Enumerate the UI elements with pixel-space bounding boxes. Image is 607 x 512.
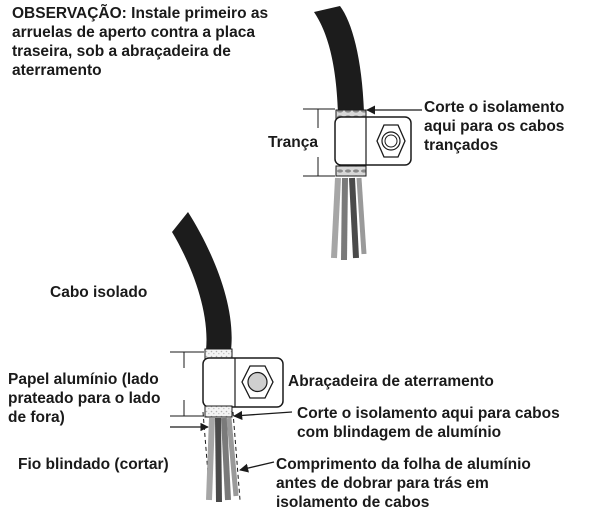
braided-cable-assembly	[314, 6, 412, 261]
note-line-2: arruelas de aperto contra a placa	[12, 24, 255, 41]
ground-clamp-label: Abraçadeira de aterramento	[288, 373, 494, 390]
installation-note: OBSERVAÇÃO: Instale primeiro as arruelas…	[12, 4, 268, 80]
braid-bracket	[303, 108, 335, 177]
cut-braided-line-3: trançados	[424, 137, 499, 154]
cut-braided-line-2: aqui para os cabos	[424, 118, 565, 135]
note-line-1: OBSERVAÇÃO: Instale primeiro as	[12, 5, 269, 22]
foil-band-bottom	[204, 405, 233, 418]
aluminum-paper-label: Papel alumínio (lado prateado para o lad…	[8, 370, 160, 427]
foil-length-label: Comprimento da folha de alumínio antes d…	[276, 455, 531, 512]
cut-aluminum-line-1: Corte o isolamento aqui para cabos	[297, 405, 560, 422]
foil-bracket	[170, 351, 204, 417]
insulated-cable-jacket	[172, 212, 232, 350]
insulated-cable-label: Cabo isolado	[50, 284, 148, 301]
shielded-wire-label: Fio blindado (cortar)	[18, 456, 169, 473]
note-line-3: traseira, sob a abraçadeira de	[12, 43, 231, 60]
note-line-4: aterramento	[12, 62, 102, 79]
braided-cable-jacket	[314, 6, 364, 112]
cut-braided-label: Corte o isolamento aqui para os cabos tr…	[424, 98, 564, 155]
aluminum-paper-line-1: Papel alumínio (lado	[8, 371, 159, 388]
braided-wires	[331, 177, 367, 261]
braid-band-bottom	[335, 165, 367, 177]
aluminum-paper-line-3: de fora)	[8, 409, 65, 426]
cut-aluminum-label: Corte o isolamento aqui para cabos com b…	[297, 404, 560, 442]
foil-length-line-1: Comprimento da folha de alumínio	[276, 456, 531, 473]
shielded-wires	[206, 417, 239, 503]
foil-length-line-2: antes de dobrar para trás em	[276, 475, 489, 492]
braid-label: Trança	[268, 134, 318, 151]
cut-aluminum-line-2: com blindagem de alumínio	[297, 424, 502, 441]
cut-aluminum-arrow	[233, 410, 293, 420]
cut-braided-line-1: Corte o isolamento	[424, 99, 565, 116]
foil-length-arrow	[239, 461, 275, 473]
foil-length-line-3: isolamento de cabos	[276, 494, 430, 511]
aluminum-paper-line-2: prateado para o lado	[8, 390, 161, 407]
foil-cable-assembly	[172, 212, 284, 503]
